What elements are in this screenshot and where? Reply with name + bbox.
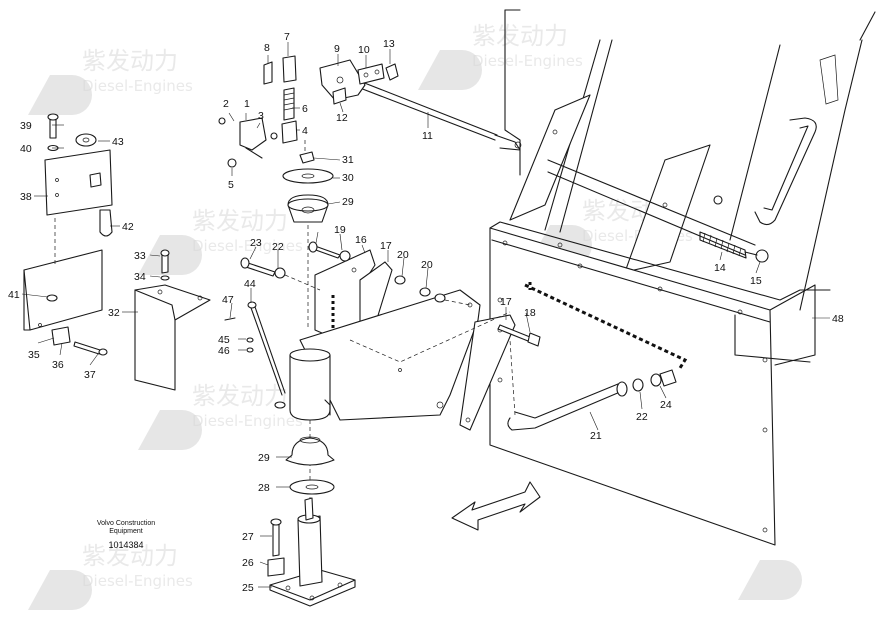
watermark-text-cn: 紫发动力 [192,207,288,235]
watermark-logo [738,560,802,600]
watermark-logo: 紫发动力 Diesel-Engines [28,47,193,115]
watermark-text-en: Diesel-Engines [192,412,303,430]
callout-37: 37 [84,369,96,381]
callout-labels: 1 2 3 4 5 6 7 8 9 10 11 12 13 14 15 16 1… [8,31,844,594]
callout-14: 14 [714,262,726,274]
callout-41: 41 [8,289,20,301]
callout-33: 33 [134,250,146,262]
callout-10: 10 [358,44,370,56]
callout-6: 6 [302,103,308,115]
callout-15: 15 [750,275,762,287]
watermark-logo: 紫发动力 Diesel-Engines [28,542,193,610]
lower-mount-stack [267,420,356,607]
main-bracket [274,249,516,431]
callout-20: 20 [397,249,409,261]
callout-8: 8 [264,42,270,54]
callout-43: 43 [112,136,124,148]
callout-17: 17 [500,296,512,308]
panel-assembly [489,9,876,546]
callout-32: 32 [108,307,120,319]
callout-28: 28 [258,482,270,494]
upper-mount-stack [282,151,334,330]
watermark-logo: 紫发动力 Diesel-Engines [138,382,303,450]
callout-35: 35 [28,349,40,361]
callout-18: 18 [524,307,536,319]
watermark-text-cn: 紫发动力 [472,22,568,50]
rod-44 [224,301,286,396]
callout-22: 22 [272,241,284,253]
callout-46: 46 [218,345,230,357]
callout-45: 45 [218,334,230,346]
callout-20: 20 [421,259,433,271]
watermark-logo: 紫发动力 Diesel-Engines [418,22,583,90]
watermark-text-en: Diesel-Engines [472,52,583,70]
callout-24: 24 [660,399,672,411]
publisher-name: Volvo Construction [96,520,156,527]
watermark-text-cn: 紫发动力 [192,382,288,410]
direction-arrow [451,481,541,531]
callout-3: 3 [258,110,264,122]
watermark-logo: 紫发动力 Diesel-Engines [138,207,303,275]
callout-23: 23 [250,237,262,249]
callout-5: 5 [228,179,234,191]
callout-2: 2 [223,98,229,110]
callout-36: 36 [52,359,64,371]
callout-44: 44 [244,278,256,290]
callout-34: 34 [134,271,146,283]
callout-7: 7 [284,31,290,43]
callout-4: 4 [302,125,308,137]
callout-42: 42 [122,221,134,233]
left-bracket-group [23,113,211,391]
callout-11: 11 [422,130,433,142]
callout-19: 19 [334,224,346,236]
callout-13: 13 [383,38,395,50]
callout-21: 21 [590,430,602,442]
callout-31: 31 [342,154,354,166]
watermark-text-en: Diesel-Engines [192,237,303,255]
callout-26: 26 [242,557,254,569]
fasteners [240,241,541,347]
publisher-credit: Volvo Construction Equipment 1014384 [86,520,166,550]
callout-48: 48 [832,313,844,325]
leader-lines [21,42,761,588]
callout-17: 17 [380,240,392,252]
pipe-part [507,339,677,431]
watermark-text-cn: 紫发动力 [82,542,178,570]
callout-30: 30 [342,172,354,184]
callout-22: 22 [636,411,648,423]
callout-9: 9 [334,43,340,55]
callout-25: 25 [242,582,254,594]
callout-29: 29 [342,196,354,208]
callout-40: 40 [20,143,32,155]
callout-29: 29 [258,452,270,464]
callout-1: 1 [244,98,250,110]
callout-27: 27 [242,531,254,543]
spring-part [699,231,769,263]
drawing-number: 1014384 [108,540,144,550]
callout-47: 47 [222,294,234,306]
publisher-subname: Equipment [109,528,143,535]
callout-12: 12 [336,112,348,124]
callout-39: 39 [20,120,32,132]
callout-16: 16 [355,234,367,246]
watermark-text-en: Diesel-Engines [82,572,193,590]
watermark-text-cn: 紫发动力 [82,47,178,75]
callout-38: 38 [20,191,32,203]
linkage-assembly [218,55,522,168]
watermark-text-en: Diesel-Engines [82,77,193,95]
